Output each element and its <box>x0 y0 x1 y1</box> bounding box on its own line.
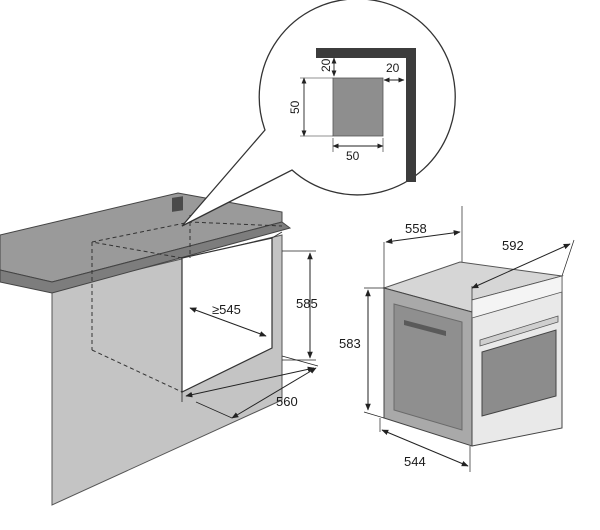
detail-gap-top-label: 20 <box>319 58 333 72</box>
oven-group: 558 592 583 544 <box>339 206 575 472</box>
oven-width-front-label: 592 <box>502 238 524 253</box>
cabinet-height-label: 585 <box>296 296 318 311</box>
oven-side-handle <box>404 320 446 336</box>
oven-front-handle <box>479 315 559 347</box>
cabinet-width-label: 560 <box>276 394 298 409</box>
cabinet-depth-label: ≥545 <box>212 302 241 317</box>
oven-height-label: 583 <box>339 336 361 351</box>
detail-height-label: 50 <box>288 100 302 114</box>
oven-depth-body-label: 558 <box>405 221 427 236</box>
oven-depth-bottom-label: 544 <box>404 454 426 469</box>
detail-gap-side-label: 20 <box>386 61 400 75</box>
cabinet-group: ≥545 585 560 <box>0 192 319 506</box>
detail-callout: 20 20 50 50 <box>181 0 456 227</box>
oven-window <box>481 329 557 417</box>
worktop-edge <box>0 221 292 294</box>
cutout-square <box>332 77 384 137</box>
corner-profile <box>316 48 416 182</box>
detail-width-label: 50 <box>346 149 360 163</box>
vent-cutout-marker <box>172 196 183 212</box>
